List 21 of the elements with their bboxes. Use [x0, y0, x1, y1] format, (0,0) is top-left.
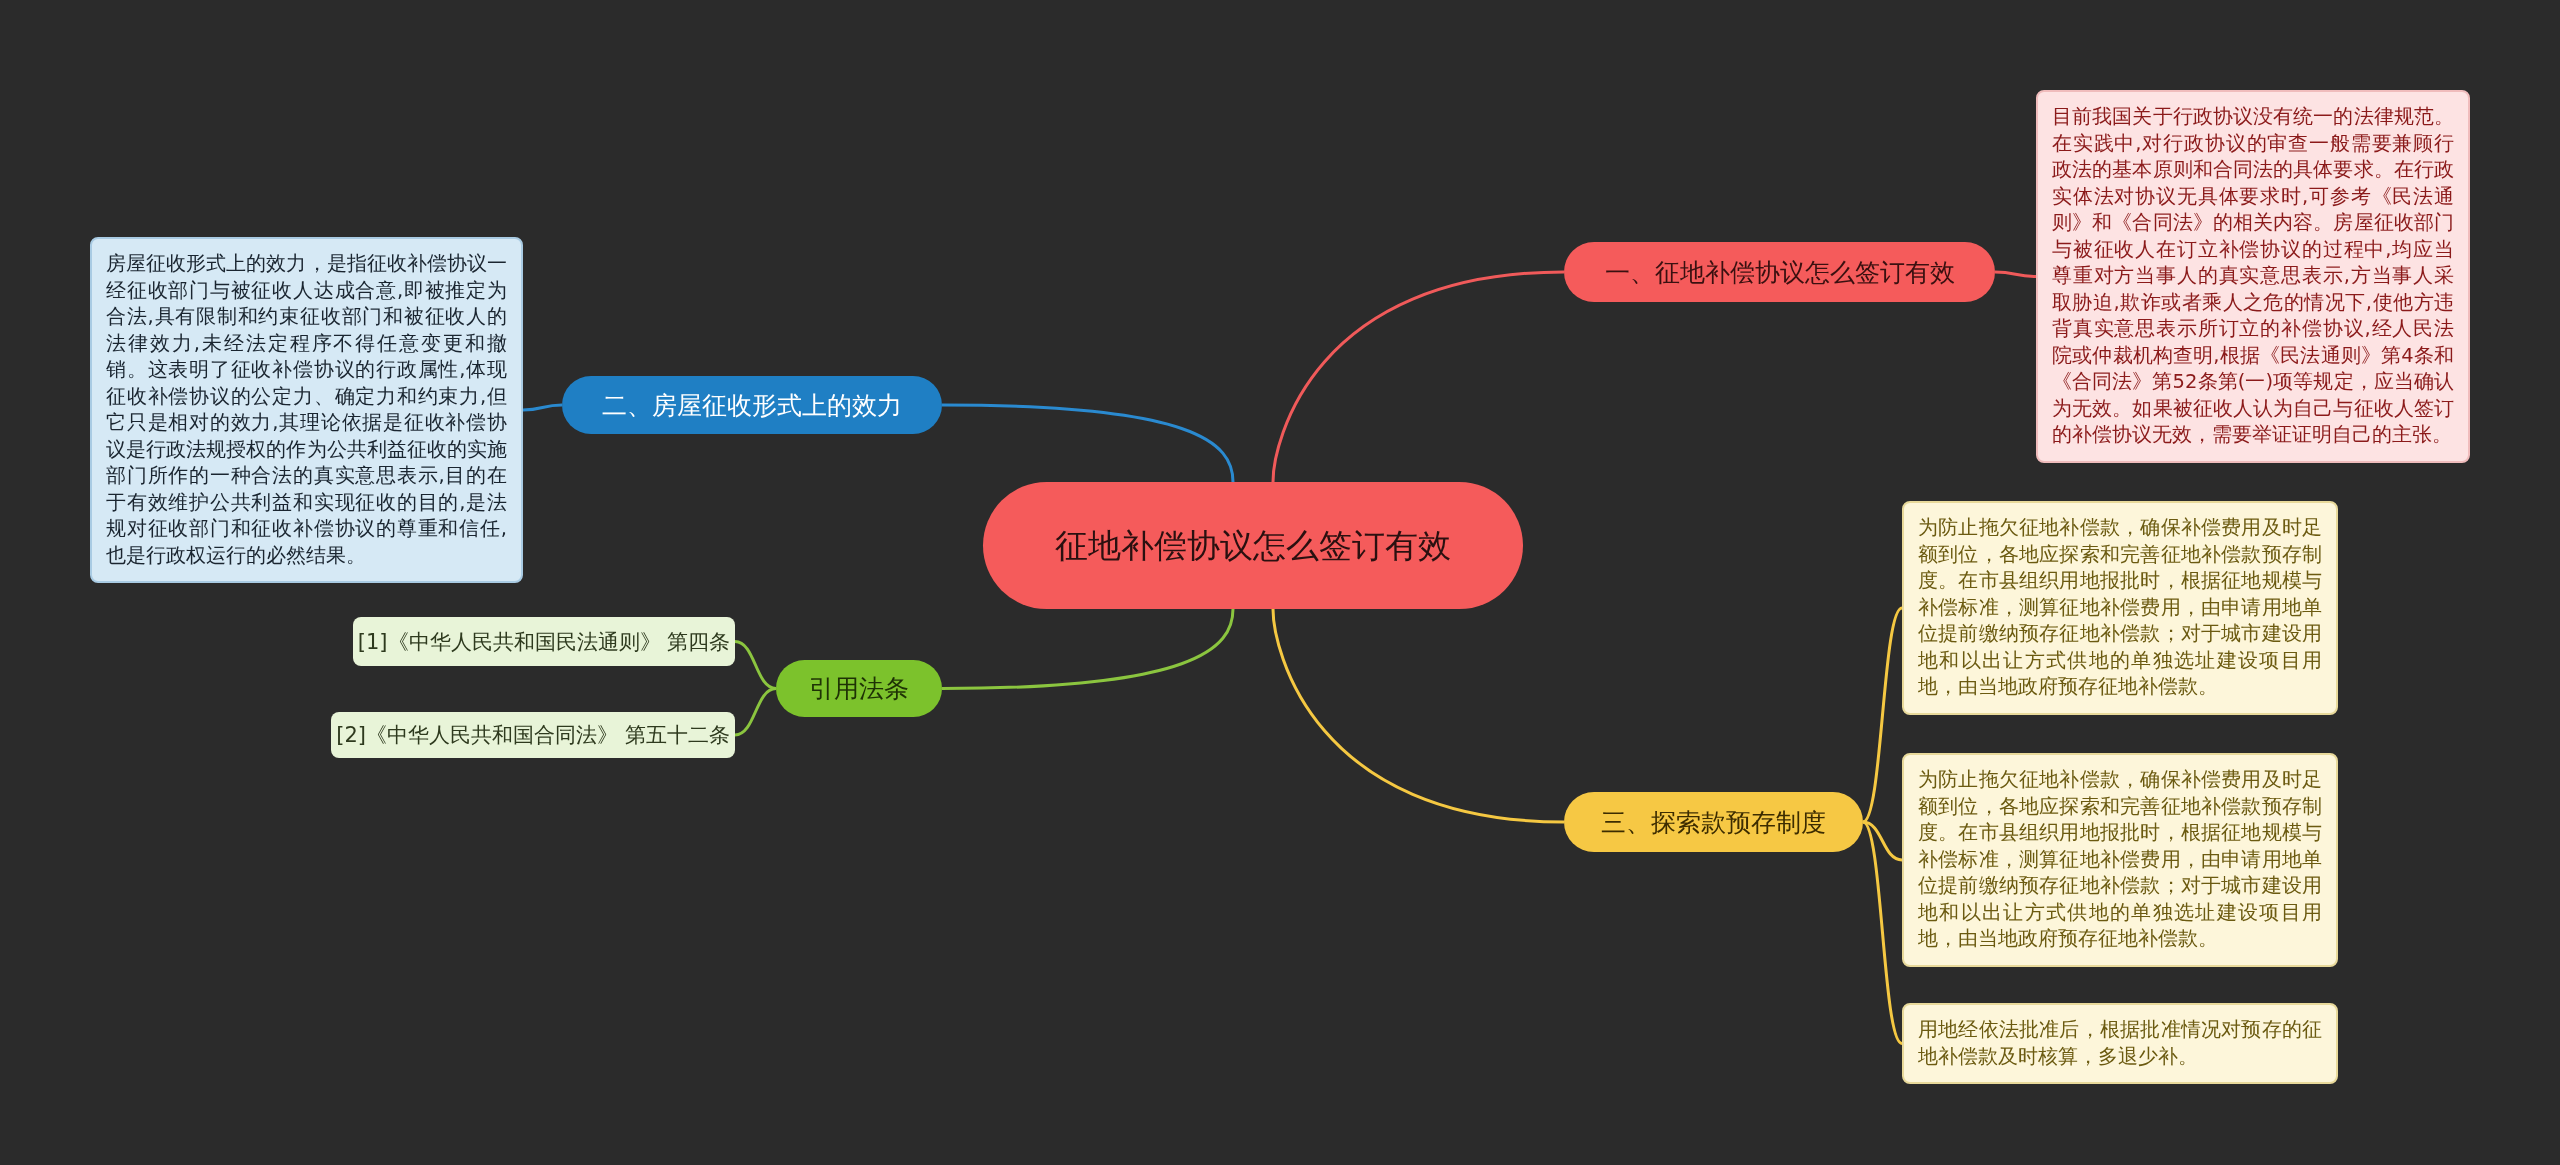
note-card: 为防止拖欠征地补偿款，确保补偿费用及时足额到位，各地应探索和完善征地补偿款预存制度。在市县组织用地报批时，根据征地规模与补偿标准，测算征地补偿费用，由申请用地单位提前缴纳预存征地补偿款；对于城市建设用地和以出让方式供地的单独选址建设项目用地，由当地政府预存征地补偿款。 [1902, 501, 2338, 715]
connector-line [734, 687, 777, 737]
branch-topic: 引用法条 [776, 660, 942, 717]
connector-line [1271, 608, 1565, 824]
connector-line [1994, 270, 2037, 278]
citation-box: [2]《中华人民共和国合同法》 第五十二条 [331, 712, 735, 758]
branch-topic: 一、征地补偿协议怎么签订有效 [1564, 242, 1995, 302]
central-topic: 征地补偿协议怎么签订有效 [983, 482, 1523, 609]
note-card: 为防止拖欠征地补偿款，确保补偿费用及时足额到位，各地应探索和完善征地补偿款预存制度。在市县组织用地报批时，根据征地规模与补偿标准，测算征地补偿费用，由申请用地单位提前缴纳预存征地补偿款；对于城市建设用地和以出让方式供地的单独选址建设项目用地，由当地政府预存征地补偿款。 [1902, 753, 2338, 967]
branch-topic: 二、房屋征收形式上的效力 [562, 376, 942, 434]
connector-line [1861, 820, 1904, 1045]
note-card: 用地经依法批准后，根据批准情况对预存的征地补偿款及时核算，多退少补。 [1902, 1003, 2338, 1084]
branch-topic: 三、探索款预存制度 [1564, 792, 1863, 852]
note-card: 房屋征收形式上的效力，是指征收补偿协议一经征收部门与被征收人达成合意,即被推定为合法,具有限制和约束征收部门和被征收人的法律效力,未经法定程序不得任意变更和撤销。这表明了征收补偿协议的行政属性,体现征收补偿协议的公定力、确定力和约束力,但它只是相对的效力,其理论依据是征收补偿协议是行政法规授权的作为公共利益征收的实施部门所作的一种合法的真实意思表示,目的在于有效维护公共利益和实现征收的目的,是法规对征收部门和征收补偿协议的尊重和信任,也是行政权运行的必然结果。 [90, 237, 523, 583]
connector-line [1861, 606, 1904, 824]
citation-box: [1]《中华人民共和国民法通则》 第四条 [353, 617, 735, 666]
connector-line [522, 403, 563, 412]
connector-line [1271, 270, 1565, 483]
note-card: 目前我国关于行政协议没有统一的法律规范。在实践中,对行政协议的审查一般需要兼顾行政法的基本原则和合同法的具体要求。在行政实体法对协议无具体要求时,可参考《民法通则》和《合同法》的相关内容。房屋征收部门与被征收人在订立补偿协议的过程中,均应当尊重对方当事人的真实意思表示,方当事人采取胁迫,欺诈或者乘人之危的情况下,使他方违背真实意思表示所订立的补偿协议,经人民法院或仲裁机构查明,根据《民法通则》第4条和《合同法》第52条第(一)项等规定，应当确认为无效。如果被征收人认为自己与征收人签订的补偿协议无效，需要举证证明自己的主张。 [2036, 90, 2470, 463]
connector-line [941, 608, 1235, 690]
connector-line [942, 403, 1235, 483]
